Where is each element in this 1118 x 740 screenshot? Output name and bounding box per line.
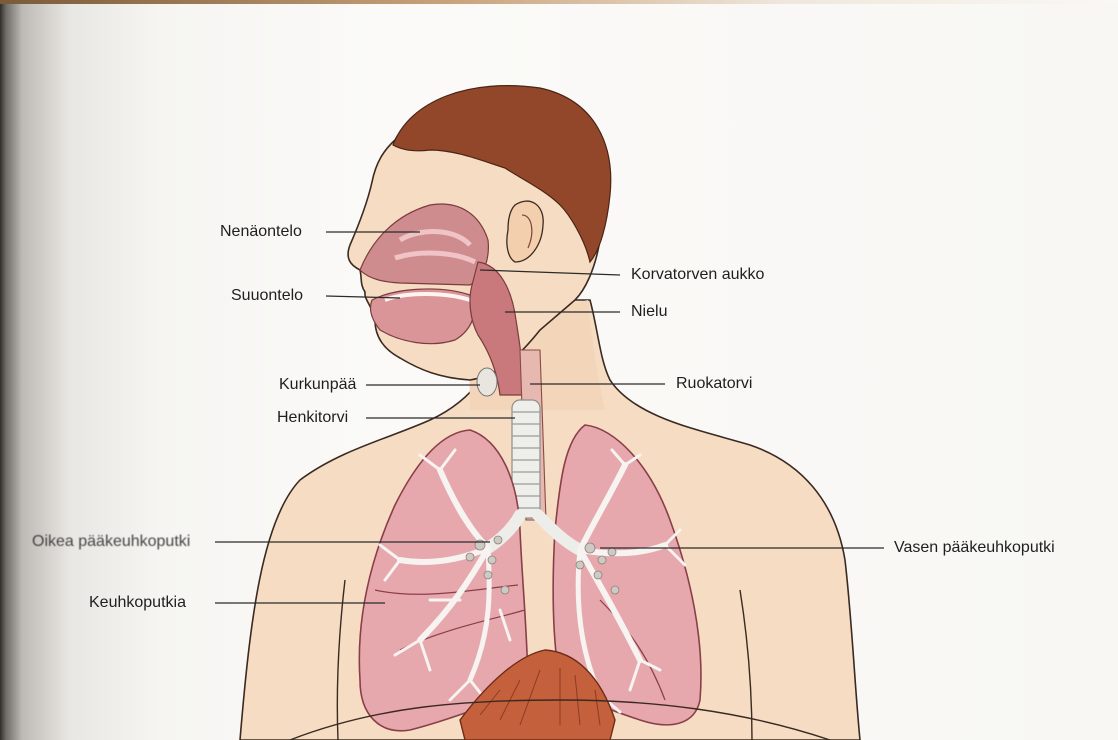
label-vasen-paakeuhkoputki: Vasen pääkeuhkoputki bbox=[894, 539, 1055, 557]
label-kurkunpaa: Kurkunpää bbox=[279, 376, 356, 394]
label-oikea-paakeuhkoputki: Oikea pääkeuhkoputki bbox=[32, 533, 190, 551]
label-suuontelo: Suuontelo bbox=[231, 287, 303, 305]
label-ruokatorvi: Ruokatorvi bbox=[676, 375, 752, 393]
label-henkitorvi: Henkitorvi bbox=[277, 409, 348, 427]
larynx bbox=[477, 368, 497, 396]
label-keuhkoputkia: Keuhkoputkia bbox=[89, 594, 186, 612]
label-korvatorven-aukko: Korvatorven aukko bbox=[631, 266, 764, 284]
label-nielu: Nielu bbox=[631, 303, 667, 321]
label-nenaontelo: Nenäontelo bbox=[220, 223, 302, 241]
